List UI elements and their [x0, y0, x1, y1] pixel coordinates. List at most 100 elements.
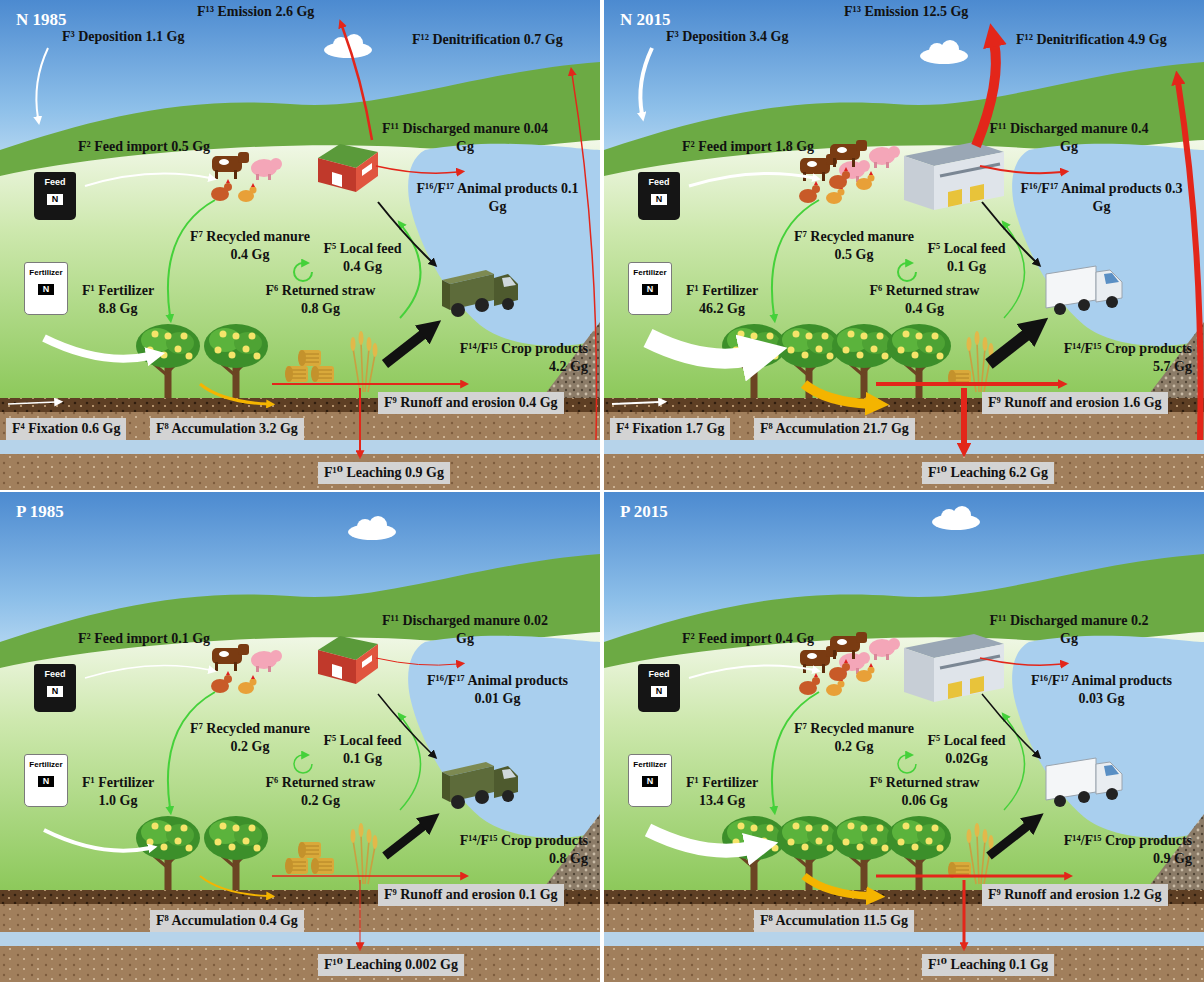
fertilizer-bag: FertilizerN	[628, 262, 672, 315]
flow-box: F⁸ Accumulation 11.5 Gg	[754, 910, 914, 932]
landscape	[604, 0, 1204, 490]
denitrification-arrow	[572, 74, 597, 440]
accumulation-arrow	[804, 384, 870, 404]
flow-label: F¹⁶/F¹⁷ Animal products 0.1 Gg	[415, 180, 580, 216]
flow-panel: N 1985FeedNFertilizerNF⁹ Runoff and eros…	[0, 0, 600, 490]
farm-house	[318, 144, 378, 192]
fertilizer-bag: FertilizerN	[24, 754, 68, 807]
straw-bale	[298, 350, 321, 366]
feed-bag: FeedN	[34, 664, 76, 712]
flow-box: F⁹ Runoff and erosion 0.1 Gg	[378, 884, 564, 906]
flow-label: F¹¹ Discharged manure 0.02 Gg	[380, 612, 550, 648]
flow-value: F⁸ Accumulation 0.4 Gg	[156, 912, 298, 930]
bag-label: N	[38, 284, 55, 295]
flow-value: F⁴ Fixation 0.6 Gg	[12, 420, 120, 438]
flow-label: F¹³ Emission 12.5 Gg	[844, 3, 968, 21]
flow-label: F¹ Fertilizer 8.8 Gg	[74, 282, 162, 318]
flow-value: F¹⁰ Leaching 0.9 Gg	[324, 464, 444, 482]
bag-label: Fertilizer	[633, 268, 667, 278]
runoff-arrow	[876, 875, 1066, 878]
flow-label: F¹¹ Discharged manure 0.2 Gg	[984, 612, 1154, 648]
bag-label: N	[651, 686, 668, 697]
landscape	[604, 492, 1204, 982]
flow-value: F⁹ Runoff and erosion 1.6 Gg	[988, 394, 1162, 412]
flow-value: F⁹ Runoff and erosion 1.2 Gg	[988, 886, 1162, 904]
flow-label: F⁶ Returned straw 0.06 Gg	[862, 774, 987, 810]
flow-box: F⁴ Fixation 1.7 Gg	[610, 418, 730, 440]
landscape	[0, 492, 600, 982]
flow-label: F¹⁴/F¹⁵ Crop products 5.7 Gg	[1044, 340, 1192, 376]
fruit-tree	[204, 324, 268, 398]
panel-art	[604, 0, 1204, 490]
landscape	[0, 0, 600, 490]
straw-bale	[285, 366, 308, 382]
flow-label: F² Feed import 0.4 Gg	[682, 630, 814, 648]
crop-arrow	[989, 332, 1030, 364]
feed-bag: FeedN	[638, 172, 680, 220]
leaching-arrow	[360, 880, 361, 944]
flow-label: F¹⁶/F¹⁷ Animal products 0.01 Gg	[415, 672, 580, 708]
flow-value: F⁸ Accumulation 11.5 Gg	[760, 912, 908, 930]
flow-label: F³ Deposition 3.4 Gg	[666, 28, 788, 46]
flow-label: F¹⁴/F¹⁵ Crop products 0.8 Gg	[440, 832, 588, 868]
fruit-tree	[136, 324, 200, 398]
accumulation-arrow	[200, 876, 268, 896]
flow-label: F¹⁶/F¹⁷ Animal products 0.3 Gg	[1019, 180, 1184, 216]
flow-box: F⁴ Fixation 0.6 Gg	[6, 418, 126, 440]
livestock-factory	[904, 142, 1004, 210]
flow-label: F² Feed import 1.8 Gg	[682, 138, 814, 156]
livestock	[211, 644, 282, 694]
wheat	[351, 331, 378, 392]
fertilizer-arrow	[44, 830, 150, 851]
straw-arrow	[294, 263, 312, 281]
bag-label: Fertilizer	[29, 268, 63, 278]
crop-arrow	[989, 824, 1030, 856]
flow-label: F¹³ Emission 2.6 Gg	[197, 3, 314, 21]
fruit-tree	[887, 324, 951, 398]
flow-box: F⁹ Runoff and erosion 1.2 Gg	[982, 884, 1168, 906]
feed-bag: FeedN	[638, 664, 680, 712]
flow-panel: P 1985FeedNFertilizerNF⁹ Runoff and eros…	[0, 492, 600, 982]
discharge-arrow	[980, 658, 1062, 665]
flow-box: F¹⁰ Leaching 0.1 Gg	[922, 954, 1054, 976]
flow-value: F⁹ Runoff and erosion 0.1 Gg	[384, 886, 558, 904]
bag-label: N	[47, 686, 64, 697]
flow-box: F⁸ Accumulation 21.7 Gg	[754, 418, 915, 440]
fruit-tree	[832, 816, 896, 890]
fruit-tree	[204, 816, 268, 890]
livestock-factory	[904, 634, 1004, 702]
bag-label: Fertilizer	[633, 760, 667, 770]
flow-label: F¹¹ Discharged manure 0.04 Gg	[380, 120, 550, 156]
bag-label: N	[642, 284, 659, 295]
bag-label: Feed	[643, 669, 675, 680]
truck	[442, 762, 518, 809]
bag-label: N	[651, 194, 668, 205]
crop-arrow	[385, 332, 426, 364]
bag-label: Feed	[39, 177, 71, 188]
flow-panel: P 2015FeedN Fertilizer N F⁹ Runoff and eros…	[604, 492, 1204, 982]
flow-label: F⁶ Returned straw 0.2 Gg	[258, 774, 383, 810]
flow-box: F¹⁰ Leaching 6.2 Gg	[922, 462, 1054, 484]
fruit-tree	[887, 816, 951, 890]
fertilizer-arrow	[648, 338, 750, 359]
fertilizer-arrow	[648, 830, 752, 851]
discharge-arrow	[376, 658, 458, 665]
flow-label: F³ Deposition 1.1 Gg	[62, 28, 184, 46]
panel-title: P 2015	[620, 502, 668, 522]
panel-title: N 2015	[620, 10, 671, 30]
straw-arrow	[898, 263, 916, 281]
flow-label: F¹² Denitrification 4.9 Gg	[1016, 31, 1167, 49]
flow-label: F⁷ Recycled manure 0.5 Gg	[784, 228, 924, 264]
leaching-arrow	[359, 388, 361, 452]
manure-arrow	[168, 692, 215, 808]
flow-label: F⁷ Recycled manure 0.2 Gg	[180, 720, 320, 756]
bag-label: Feed	[39, 669, 71, 680]
straw-bale	[298, 842, 321, 858]
accumulation-arrow	[804, 876, 870, 896]
emission-arrow	[342, 26, 372, 140]
manure-arrow	[772, 200, 819, 316]
flow-panel: N 2015FeedNFertilizerNF⁹ Runoff and eros…	[604, 0, 1204, 490]
runoff-arrow	[272, 383, 462, 385]
fruit-tree	[832, 324, 896, 398]
